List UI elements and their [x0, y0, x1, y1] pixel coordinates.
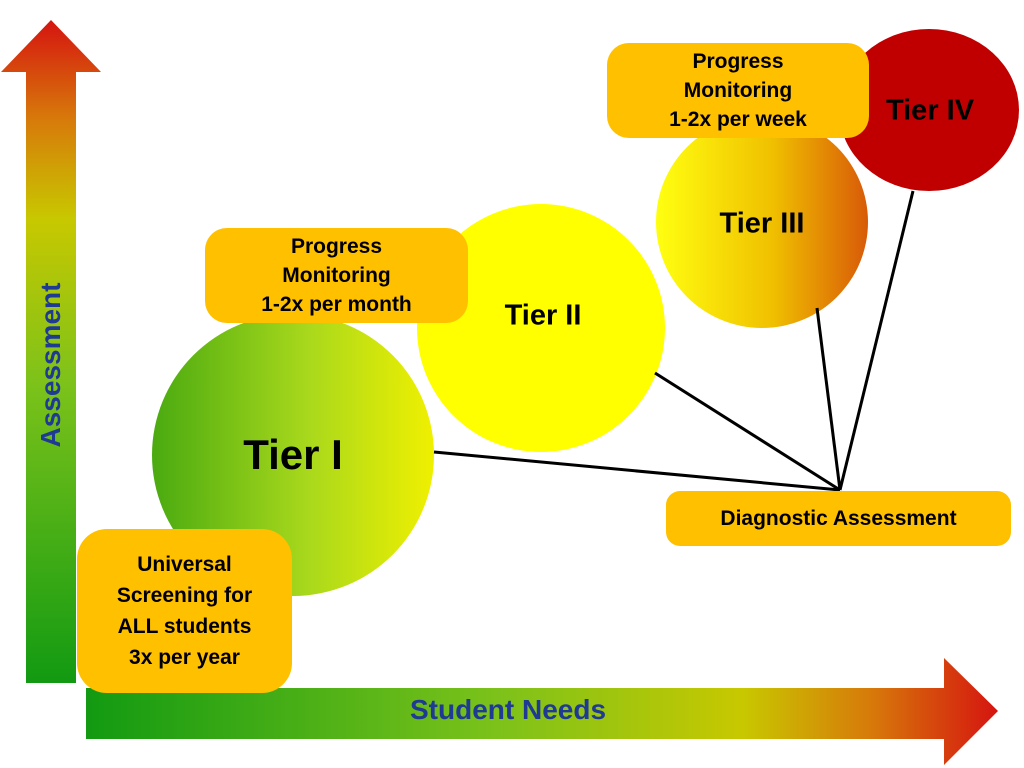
- tier-3-label: Tier III: [719, 207, 805, 240]
- connector-tier-2: [654, 371, 841, 492]
- monthly-line-1: Progress: [290, 235, 383, 258]
- diagnostic-assessment-box: Diagnostic Assessment: [666, 491, 1011, 546]
- x-axis-label: Student Needs: [410, 694, 607, 725]
- tier-2-label: Tier II: [504, 299, 582, 332]
- tier-4-label: Tier IV: [885, 94, 975, 127]
- connector-tier-4: [838, 190, 915, 491]
- universal-line-4: 3x per year: [129, 646, 240, 669]
- connector-tier-3: [815, 307, 842, 491]
- weekly-line-2: Monitoring: [683, 79, 793, 102]
- universal-screening-box: Universal Screening for ALL students 3x …: [77, 529, 292, 693]
- universal-line-1: Universal: [137, 553, 232, 576]
- progress-monitoring-weekly-box: Progress Monitoring 1-2x per week: [607, 43, 869, 138]
- tier-4-circle: [839, 29, 1019, 191]
- y-axis-label: Assessment: [35, 282, 66, 448]
- universal-line-2: Screening for: [116, 584, 253, 607]
- tier-3-circle: [656, 116, 868, 328]
- progress-monitoring-monthly-box: Progress Monitoring 1-2x per month: [205, 228, 468, 323]
- assessment-axis-arrow: [1, 20, 101, 683]
- monthly-line-3: 1-2x per month: [261, 293, 412, 316]
- weekly-line-3: 1-2x per week: [669, 108, 807, 131]
- monthly-line-2: Monitoring: [282, 264, 391, 287]
- diagnostic-label: Diagnostic Assessment: [720, 506, 957, 530]
- tier-1-label: Tier I: [243, 431, 343, 478]
- tier-1-circle: [152, 314, 434, 596]
- tier-2-circle: [417, 204, 665, 452]
- student-needs-axis-arrow: [86, 658, 998, 765]
- diagnostic-connectors: [433, 190, 915, 492]
- universal-line-3: ALL students: [117, 615, 252, 638]
- weekly-line-1: Progress: [692, 50, 784, 73]
- connector-tier-1: [433, 450, 841, 492]
